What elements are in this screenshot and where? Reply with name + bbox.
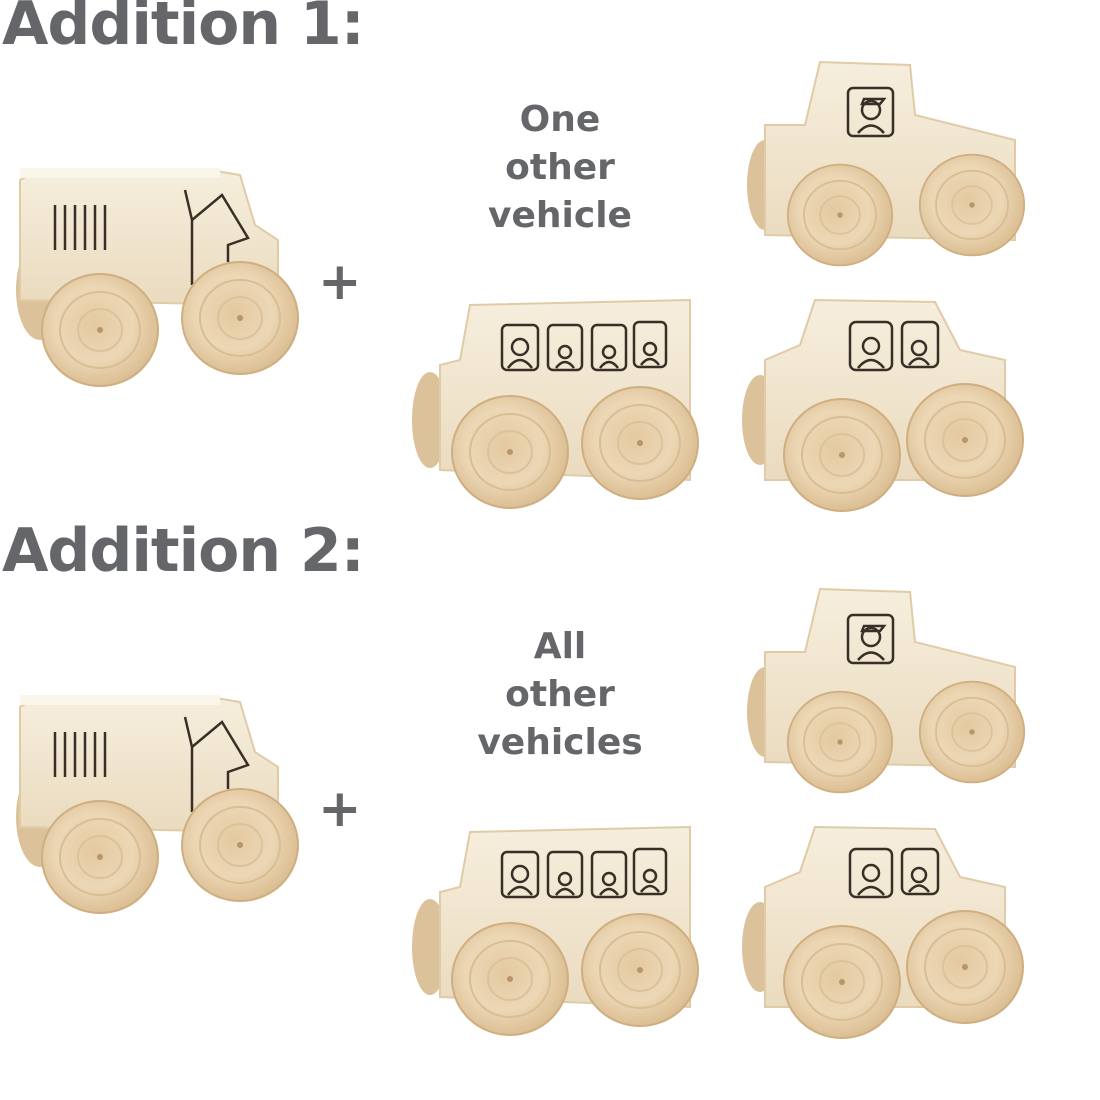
section-heading: Addition 2: xyxy=(2,516,365,586)
addition-1-section: Addition 1: + One other vehicle xyxy=(2,0,1026,512)
addition-2-section: Addition 2: + All other vehicles xyxy=(0,516,1100,1077)
plus-sign: + xyxy=(318,252,362,312)
caption-line: other xyxy=(505,147,615,188)
car-toy xyxy=(740,298,1024,512)
plus-sign: + xyxy=(318,779,362,839)
caption-line: vehicles xyxy=(477,722,643,763)
caption-line: other xyxy=(505,674,615,715)
caption: One other vehicle xyxy=(455,96,665,240)
caption-line: vehicle xyxy=(488,195,632,236)
section-heading: Addition 1: xyxy=(2,0,365,59)
car-toy xyxy=(0,527,1100,1077)
caption: All other vehicles xyxy=(455,623,665,767)
caption-line: One xyxy=(519,99,601,140)
caption-line: All xyxy=(533,626,587,667)
